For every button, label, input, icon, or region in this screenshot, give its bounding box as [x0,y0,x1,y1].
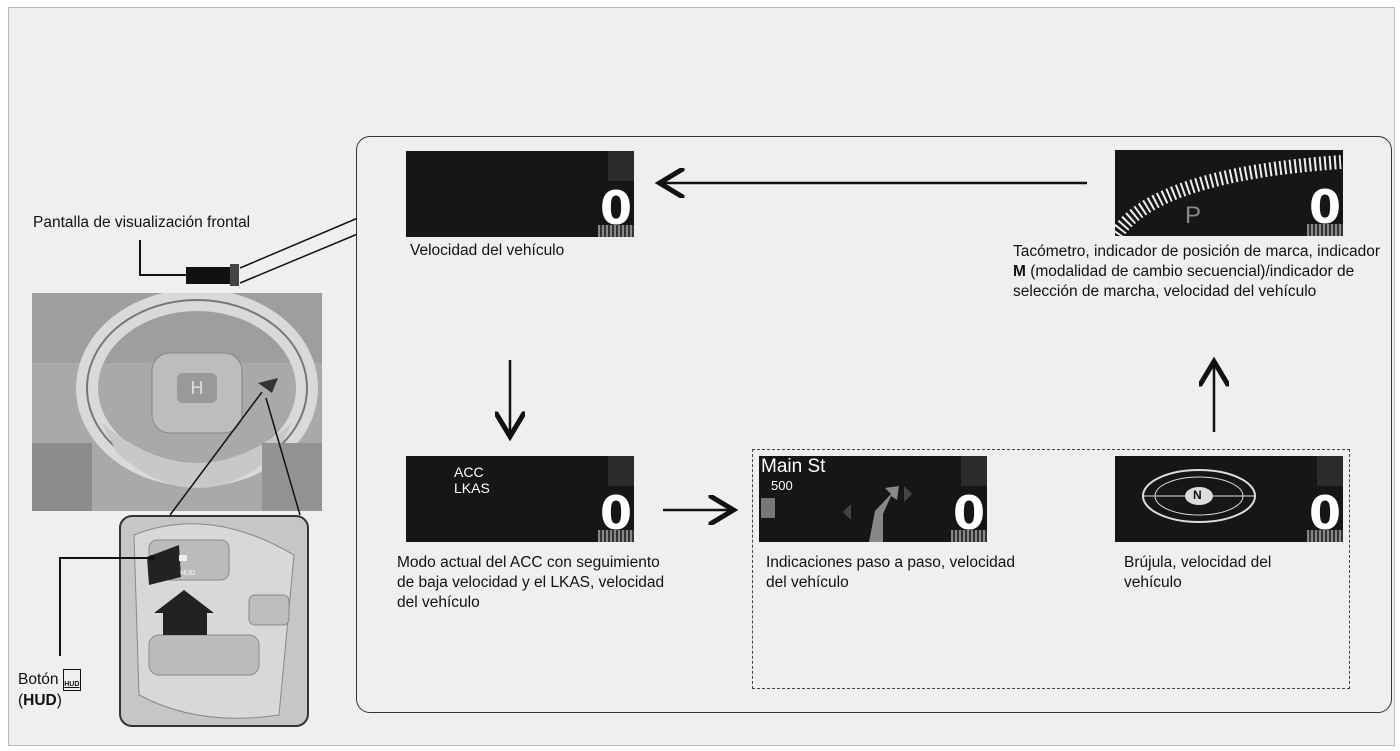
gear-indicator: P [1185,202,1202,229]
hud-screen-acc: ACC LKAS 0 [406,456,634,542]
caption-tach-bold: M [1013,263,1026,280]
caption-tach-part2: (modalidad de cambio secuencial)/indicad… [1013,263,1355,300]
button-label-name: HUD [23,692,57,709]
caption-navigation: Indicaciones paso a paso, velocidad del … [766,554,1016,591]
speed-value: 0 [1308,180,1341,234]
hud-screen-speed: 0 [406,151,634,237]
navigation-group-frame [752,449,1350,689]
button-closeup-image [119,515,309,727]
speed-value: 0 [599,486,632,540]
zoom-lines [169,391,301,516]
hud-screen-compass: N 0 [1115,456,1343,542]
compass-icon [1142,469,1256,523]
hud-screen-tachometer: P 0 [1115,150,1343,236]
speed-value: 0 [1308,486,1341,540]
hud-display-label: Pantalla de visualización frontal [33,214,251,231]
speed-unit [951,530,987,542]
acc-label: ACC [454,464,484,480]
speed-value: 0 [952,486,985,540]
compass-heading: N [1193,488,1202,502]
caption-acc: Modo actual del ACC con seguimiento de b… [397,554,665,611]
hud-unit-graphic [186,267,234,284]
speed-unit [598,225,634,237]
button-leader-line [59,555,155,656]
caption-compass: Brújula, velocidad del vehículo [1124,554,1272,591]
hud-leader-line [139,211,373,284]
tachometer-gauge [1115,155,1342,236]
svg-text:H: H [190,378,204,399]
hud-screen-navigation: Main St 500 0 [759,456,987,542]
hud-button-text: HUD [180,570,196,577]
lkas-label: LKAS [454,480,490,496]
button-label-prefix: Botón [18,671,59,689]
hud-side-block [1317,456,1343,486]
caption-tach-part1: Tacómetro, indicador de posición de marc… [1013,243,1381,260]
street-name: Main St [761,456,826,477]
hud-side-block [961,456,987,486]
steering-wheel-image: H [32,293,322,511]
hud-side-block [608,151,634,181]
caption-speed: Velocidad del vehículo [410,242,565,259]
speed-unit [1307,530,1343,542]
button-label: Botón HUD (HUD) [18,669,81,710]
hud-button-icon-text: HUD [64,681,80,688]
turn-distance: 500 [771,478,793,493]
hud-unit-tab [230,264,239,286]
hud-side-block [608,456,634,486]
speed-unit [598,530,634,542]
speed-value: 0 [599,181,632,235]
speed-unit [1307,224,1343,236]
caption-tachometer: Tacómetro, indicador de posición de marc… [1013,242,1388,302]
turn-arrow-icon [761,486,912,542]
hud-button-icon: HUD [62,669,81,691]
